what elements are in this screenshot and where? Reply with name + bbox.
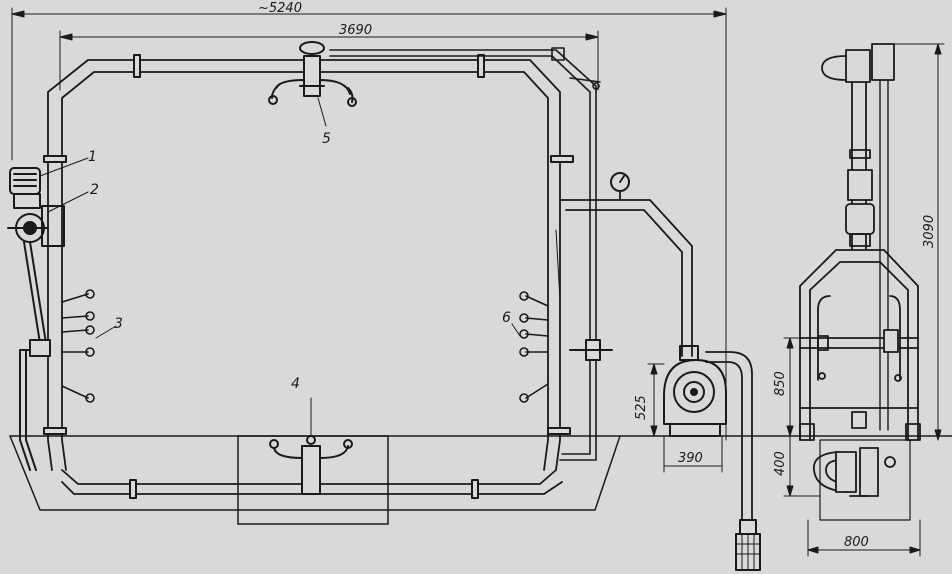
pump-width-dimension — [663, 435, 723, 473]
callout-2: 2 — [90, 182, 99, 198]
callout-4: 4 — [291, 376, 300, 392]
side-total-height-dimension — [889, 43, 945, 441]
leader-2 — [47, 191, 89, 213]
leader-6 — [511, 323, 521, 337]
bottom-nozzle-assembly — [269, 397, 353, 495]
foundation — [9, 435, 952, 525]
leader-1 — [39, 157, 89, 177]
overall-width-dimension — [11, 7, 727, 441]
side-width-label: 800 — [844, 535, 869, 550]
side-total-height-label: 3090 — [922, 215, 937, 248]
callout-5: 5 — [322, 131, 331, 147]
top-nozzle-assembly — [268, 41, 357, 107]
side-mid-height-dimension — [783, 337, 801, 437]
left-nozzles — [61, 289, 95, 403]
return-pipe — [329, 47, 601, 461]
pipe-flanges — [43, 54, 574, 499]
pump-unit-left — [7, 205, 65, 471]
pump-height-dimension — [647, 363, 665, 437]
supply-pipe — [559, 189, 693, 357]
callout-3: 3 — [114, 316, 123, 332]
side-view — [799, 43, 921, 521]
callout-1: 1 — [88, 149, 97, 165]
frame-width-label: 3690 — [339, 23, 372, 38]
callout-6: 6 — [502, 310, 511, 326]
frame-width-dimension — [59, 30, 599, 91]
leader-5 — [317, 97, 327, 127]
right-valve — [555, 229, 613, 361]
side-mid-height-label: 850 — [773, 371, 788, 396]
centrifugal-pump — [663, 345, 761, 571]
side-low-height-dimension — [783, 435, 821, 497]
pump-width-label: 390 — [678, 451, 703, 466]
main-pipe-frame — [47, 59, 563, 495]
leader-3 — [95, 325, 117, 339]
pump-height-label: 525 — [634, 395, 649, 420]
pressure-gauge — [610, 172, 630, 192]
overall-width-label: ~5240 — [258, 1, 302, 16]
side-width-dimension — [807, 519, 921, 557]
side-low-height-label: 400 — [773, 451, 788, 476]
right-nozzles — [519, 291, 549, 403]
motor-unit — [9, 167, 41, 209]
